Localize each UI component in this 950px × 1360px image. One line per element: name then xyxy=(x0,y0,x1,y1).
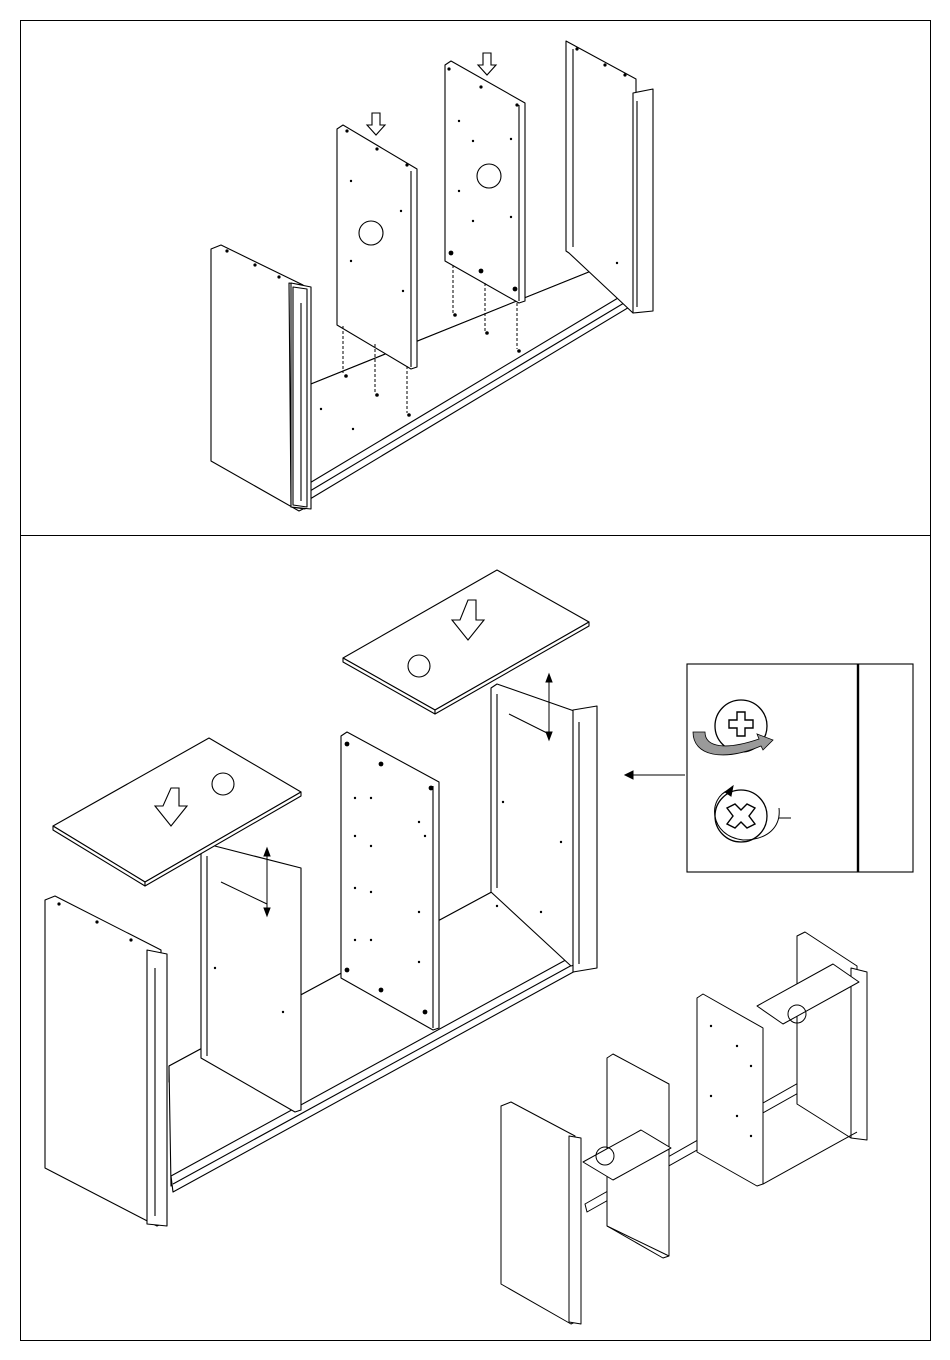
assembly-diagram-bottom xyxy=(21,536,932,1342)
completed-cabinet xyxy=(501,932,867,1324)
down-arrow-1 xyxy=(367,113,385,135)
right-side-panel-main xyxy=(573,706,597,972)
left-side-panel-main xyxy=(45,896,161,1226)
step-panel-top xyxy=(20,20,931,536)
divider-panel-main xyxy=(341,732,439,1030)
divider-panel-2 xyxy=(445,61,525,303)
divider-panel-1 xyxy=(337,125,417,369)
down-arrow-2 xyxy=(478,53,496,75)
detail-pointer-arrow xyxy=(625,771,685,779)
step-panel-bottom xyxy=(20,535,931,1341)
cam-lock-detail xyxy=(687,664,913,872)
top-board-right xyxy=(343,570,589,710)
right-side-panel xyxy=(566,41,636,313)
assembly-diagram-top xyxy=(21,21,932,537)
